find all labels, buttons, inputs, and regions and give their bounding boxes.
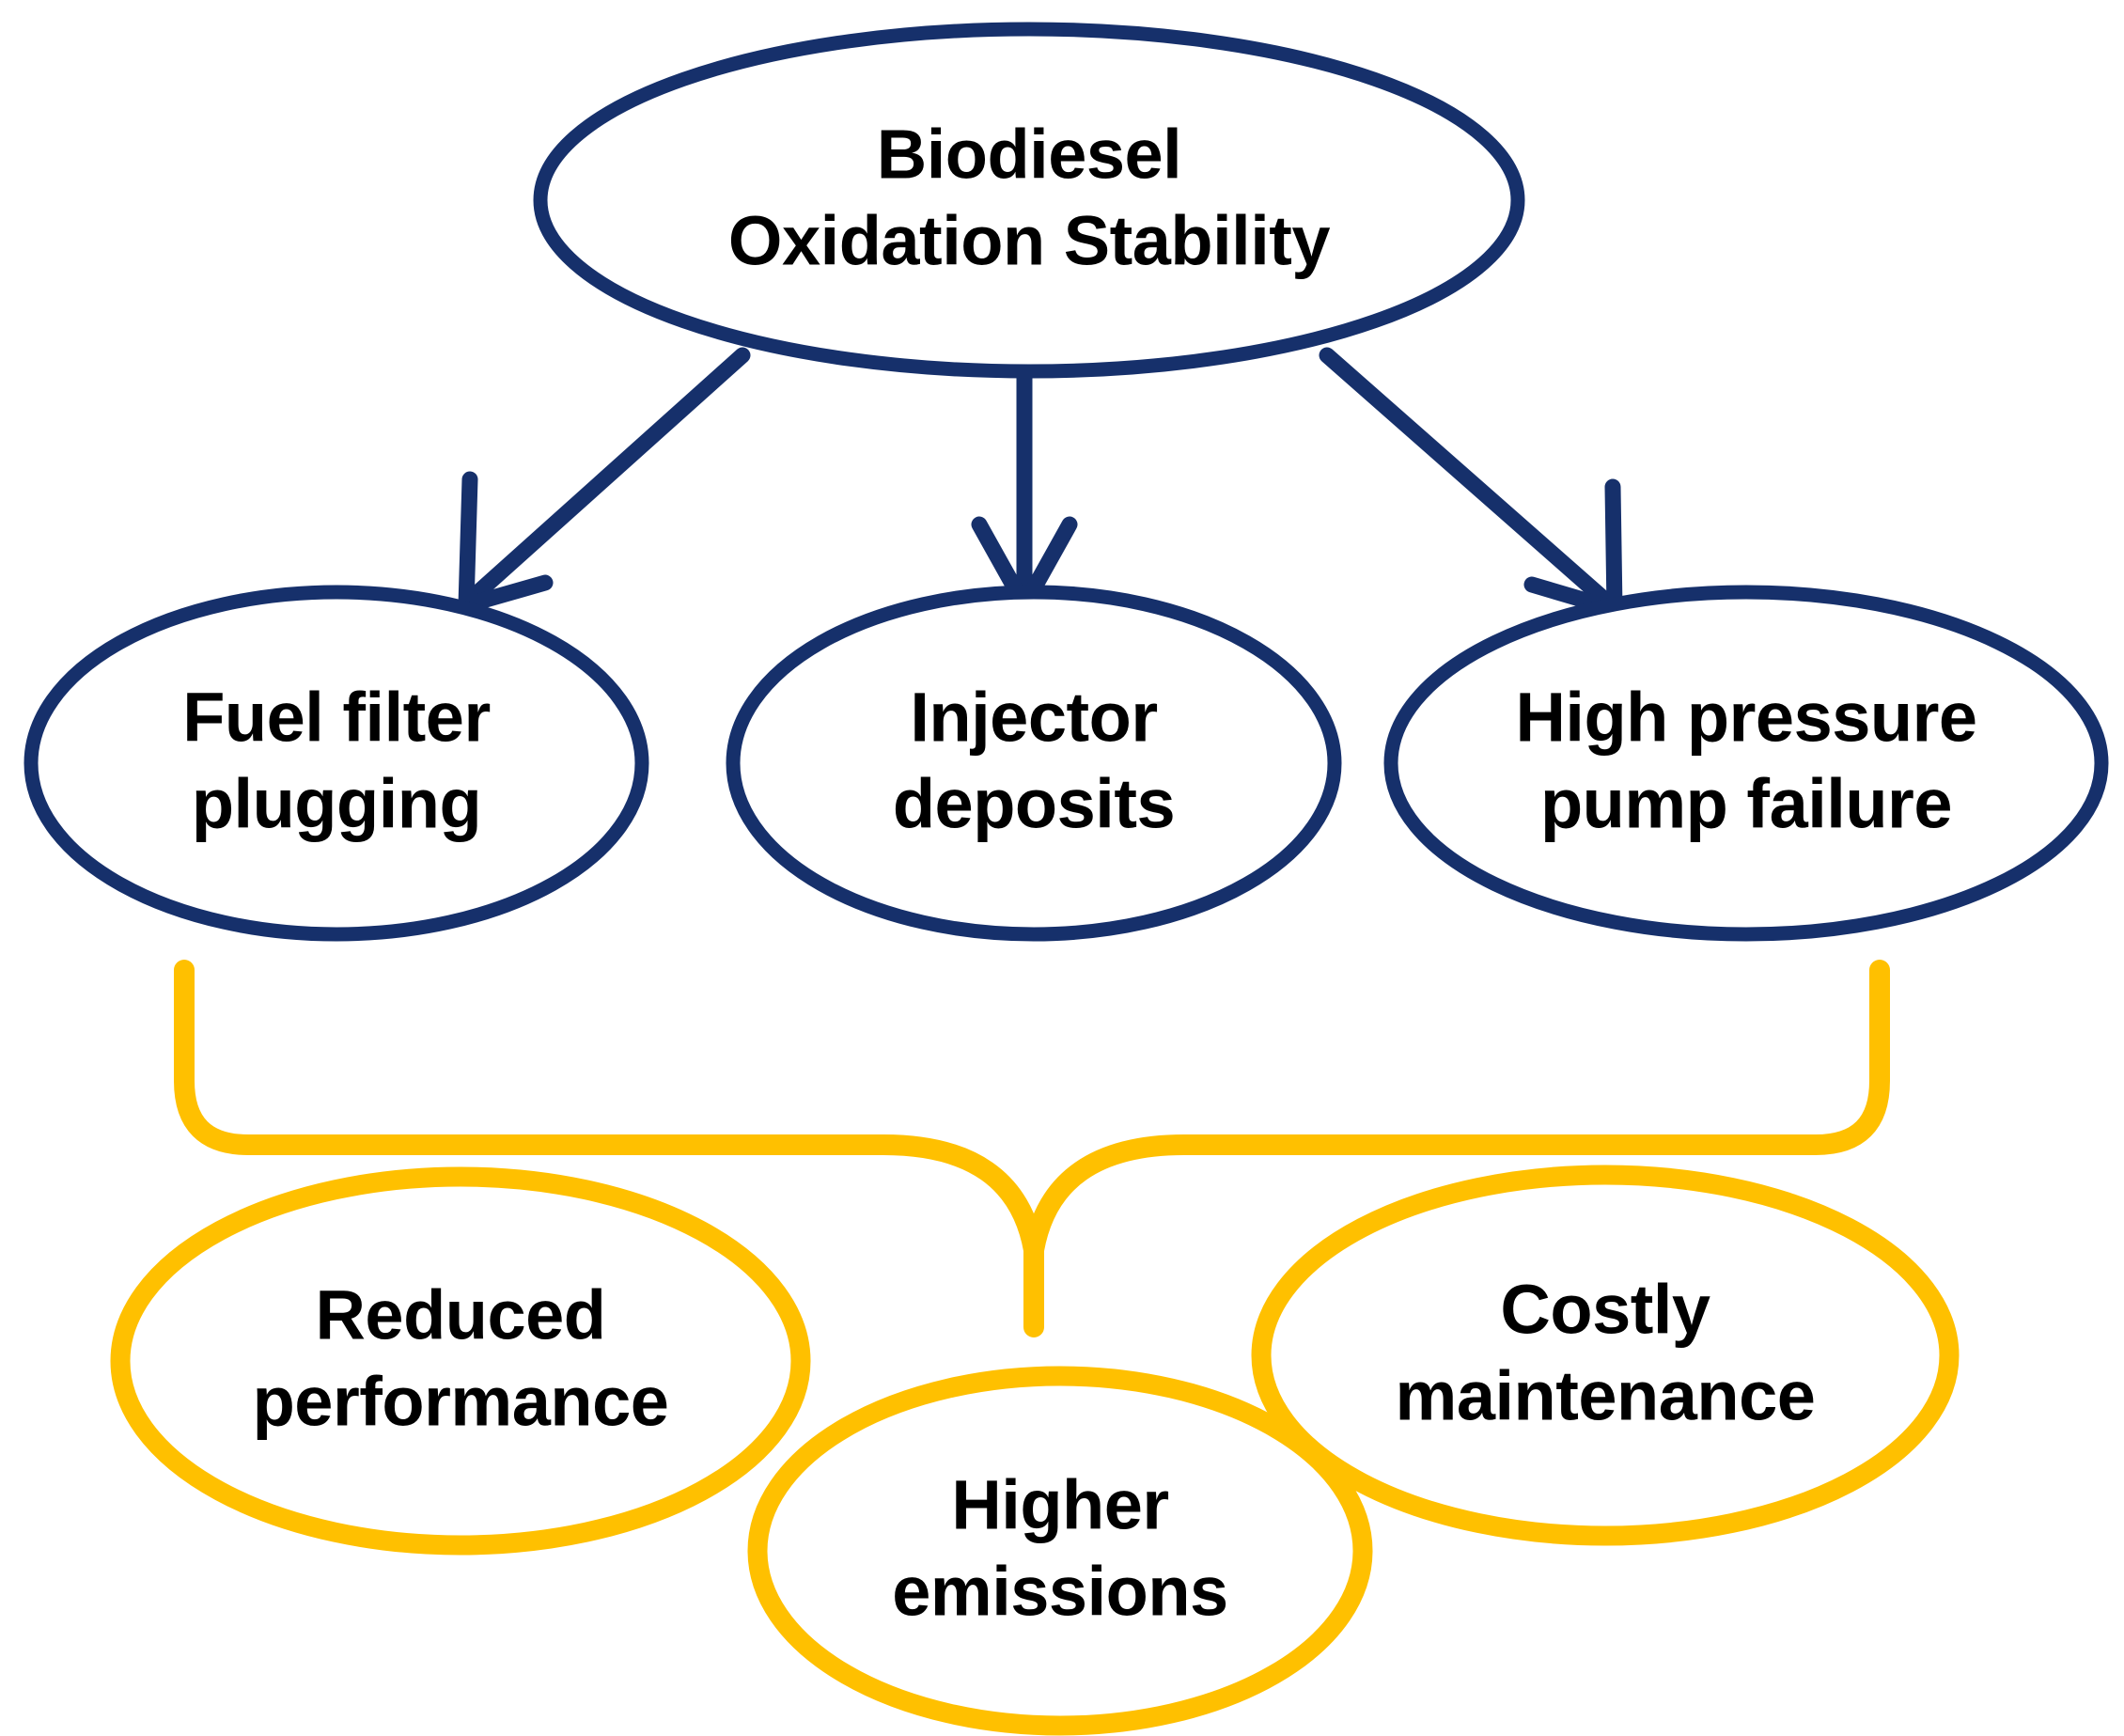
arrow-root-to-fuel-filter — [458, 347, 751, 617]
root-label-line2: Oxidation Stability — [728, 202, 1330, 280]
arrow-root-to-pump — [1319, 347, 1623, 620]
node-higher-emissions[interactable]: Higher emissions — [747, 1366, 1373, 1736]
node-reduced-performance[interactable]: Reduced performance — [110, 1166, 811, 1556]
pump-label-line1: High pressure — [1515, 679, 1976, 757]
reduced-performance-label-line1: Reduced — [315, 1276, 605, 1354]
arrow-root-to-injector — [971, 360, 1078, 622]
node-shape-fuel-filter-plugging — [23, 585, 649, 942]
root-label-line1: Biodiesel — [877, 116, 1182, 194]
injector-label-line2: deposits — [893, 765, 1175, 843]
node-shape-injector-deposits — [726, 585, 1342, 942]
fuel-filter-label-line1: Fuel filter — [182, 679, 491, 757]
fuel-filter-label-line2: plugging — [192, 765, 481, 843]
yellow-brace-connector — [174, 960, 1890, 1337]
node-fuel-filter-plugging[interactable]: Fuel filter plugging — [23, 585, 649, 942]
node-costly-maintenance[interactable]: Costly maintenance — [1251, 1165, 1960, 1546]
node-shape-root — [533, 22, 1525, 379]
node-biodiesel-oxidation-stability[interactable]: Biodiesel Oxidation Stability — [533, 22, 1525, 379]
node-shape-costly-maintenance — [1251, 1165, 1960, 1546]
node-injector-deposits[interactable]: Injector deposits — [726, 585, 1342, 942]
node-shape-reduced-performance — [110, 1166, 811, 1556]
costly-maintenance-label-line1: Costly — [1500, 1271, 1710, 1349]
reduced-performance-label-line2: performance — [253, 1363, 669, 1441]
higher-emissions-label-line2: emissions — [892, 1553, 1227, 1631]
higher-emissions-label-line1: Higher — [951, 1466, 1168, 1544]
node-shape-high-pressure-pump-failure — [1383, 585, 2109, 942]
injector-label-line1: Injector — [910, 679, 1157, 757]
node-shape-higher-emissions — [747, 1366, 1373, 1736]
costly-maintenance-label-line2: maintenance — [1396, 1357, 1816, 1435]
node-high-pressure-pump-failure[interactable]: High pressure pump failure — [1383, 585, 2109, 942]
pump-label-line2: pump failure — [1540, 765, 1952, 843]
